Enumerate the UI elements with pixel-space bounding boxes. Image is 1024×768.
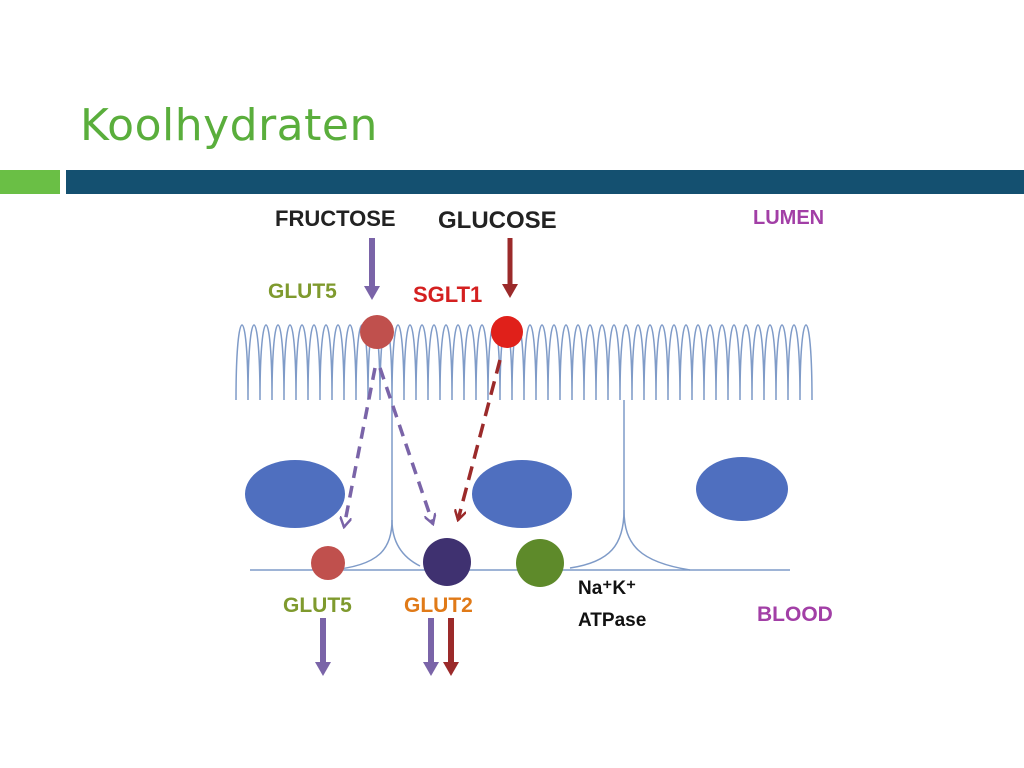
fructose-exit-arrow-glut2 xyxy=(423,618,439,676)
glut5-basolateral-transporter xyxy=(311,546,345,580)
glut2-label: GLUT2 xyxy=(404,594,473,617)
glut5-top-label: GLUT5 xyxy=(268,280,337,303)
sglt1-label: SGLT1 xyxy=(413,282,482,307)
glucose-input-arrow xyxy=(502,238,518,298)
atpase-label-line2: ATPase xyxy=(578,610,646,631)
fructose-input-arrow xyxy=(364,238,380,300)
glut5-apical-transporter xyxy=(360,315,394,349)
blood-label: BLOOD xyxy=(757,603,833,626)
cell-boundary-right xyxy=(569,400,625,569)
cell-boundary-left xyxy=(391,400,421,567)
lumen-label: LUMEN xyxy=(753,207,824,229)
glucose-label: GLUCOSE xyxy=(438,207,557,234)
nucleus-right xyxy=(696,457,788,521)
fructose-path-to-glut5 xyxy=(344,367,377,527)
nucleus-left xyxy=(245,460,345,528)
sglt1-transporter xyxy=(491,316,523,348)
glucose-exit-arrow-glut2 xyxy=(443,618,459,676)
slide-title: Koolhydraten xyxy=(80,100,378,151)
title-accent-bar-green xyxy=(0,170,60,194)
cell-boundary-right-curve xyxy=(623,509,691,571)
na-k-atpase-pump xyxy=(516,539,564,587)
fructose-exit-arrow-glut5 xyxy=(315,618,331,676)
title-accent-bar-blue xyxy=(66,170,1024,194)
brush-border-microvilli xyxy=(235,324,813,401)
fructose-label: FRUCTOSE xyxy=(275,206,396,231)
glut5-bottom-label: GLUT5 xyxy=(283,594,352,617)
glucose-path-to-glut2 xyxy=(458,359,502,520)
atpase-label-line1: Na⁺K⁺ xyxy=(578,578,636,599)
glut2-transporter xyxy=(423,538,471,586)
fructose-path-to-glut2 xyxy=(378,367,433,524)
nucleus-middle xyxy=(472,460,572,528)
